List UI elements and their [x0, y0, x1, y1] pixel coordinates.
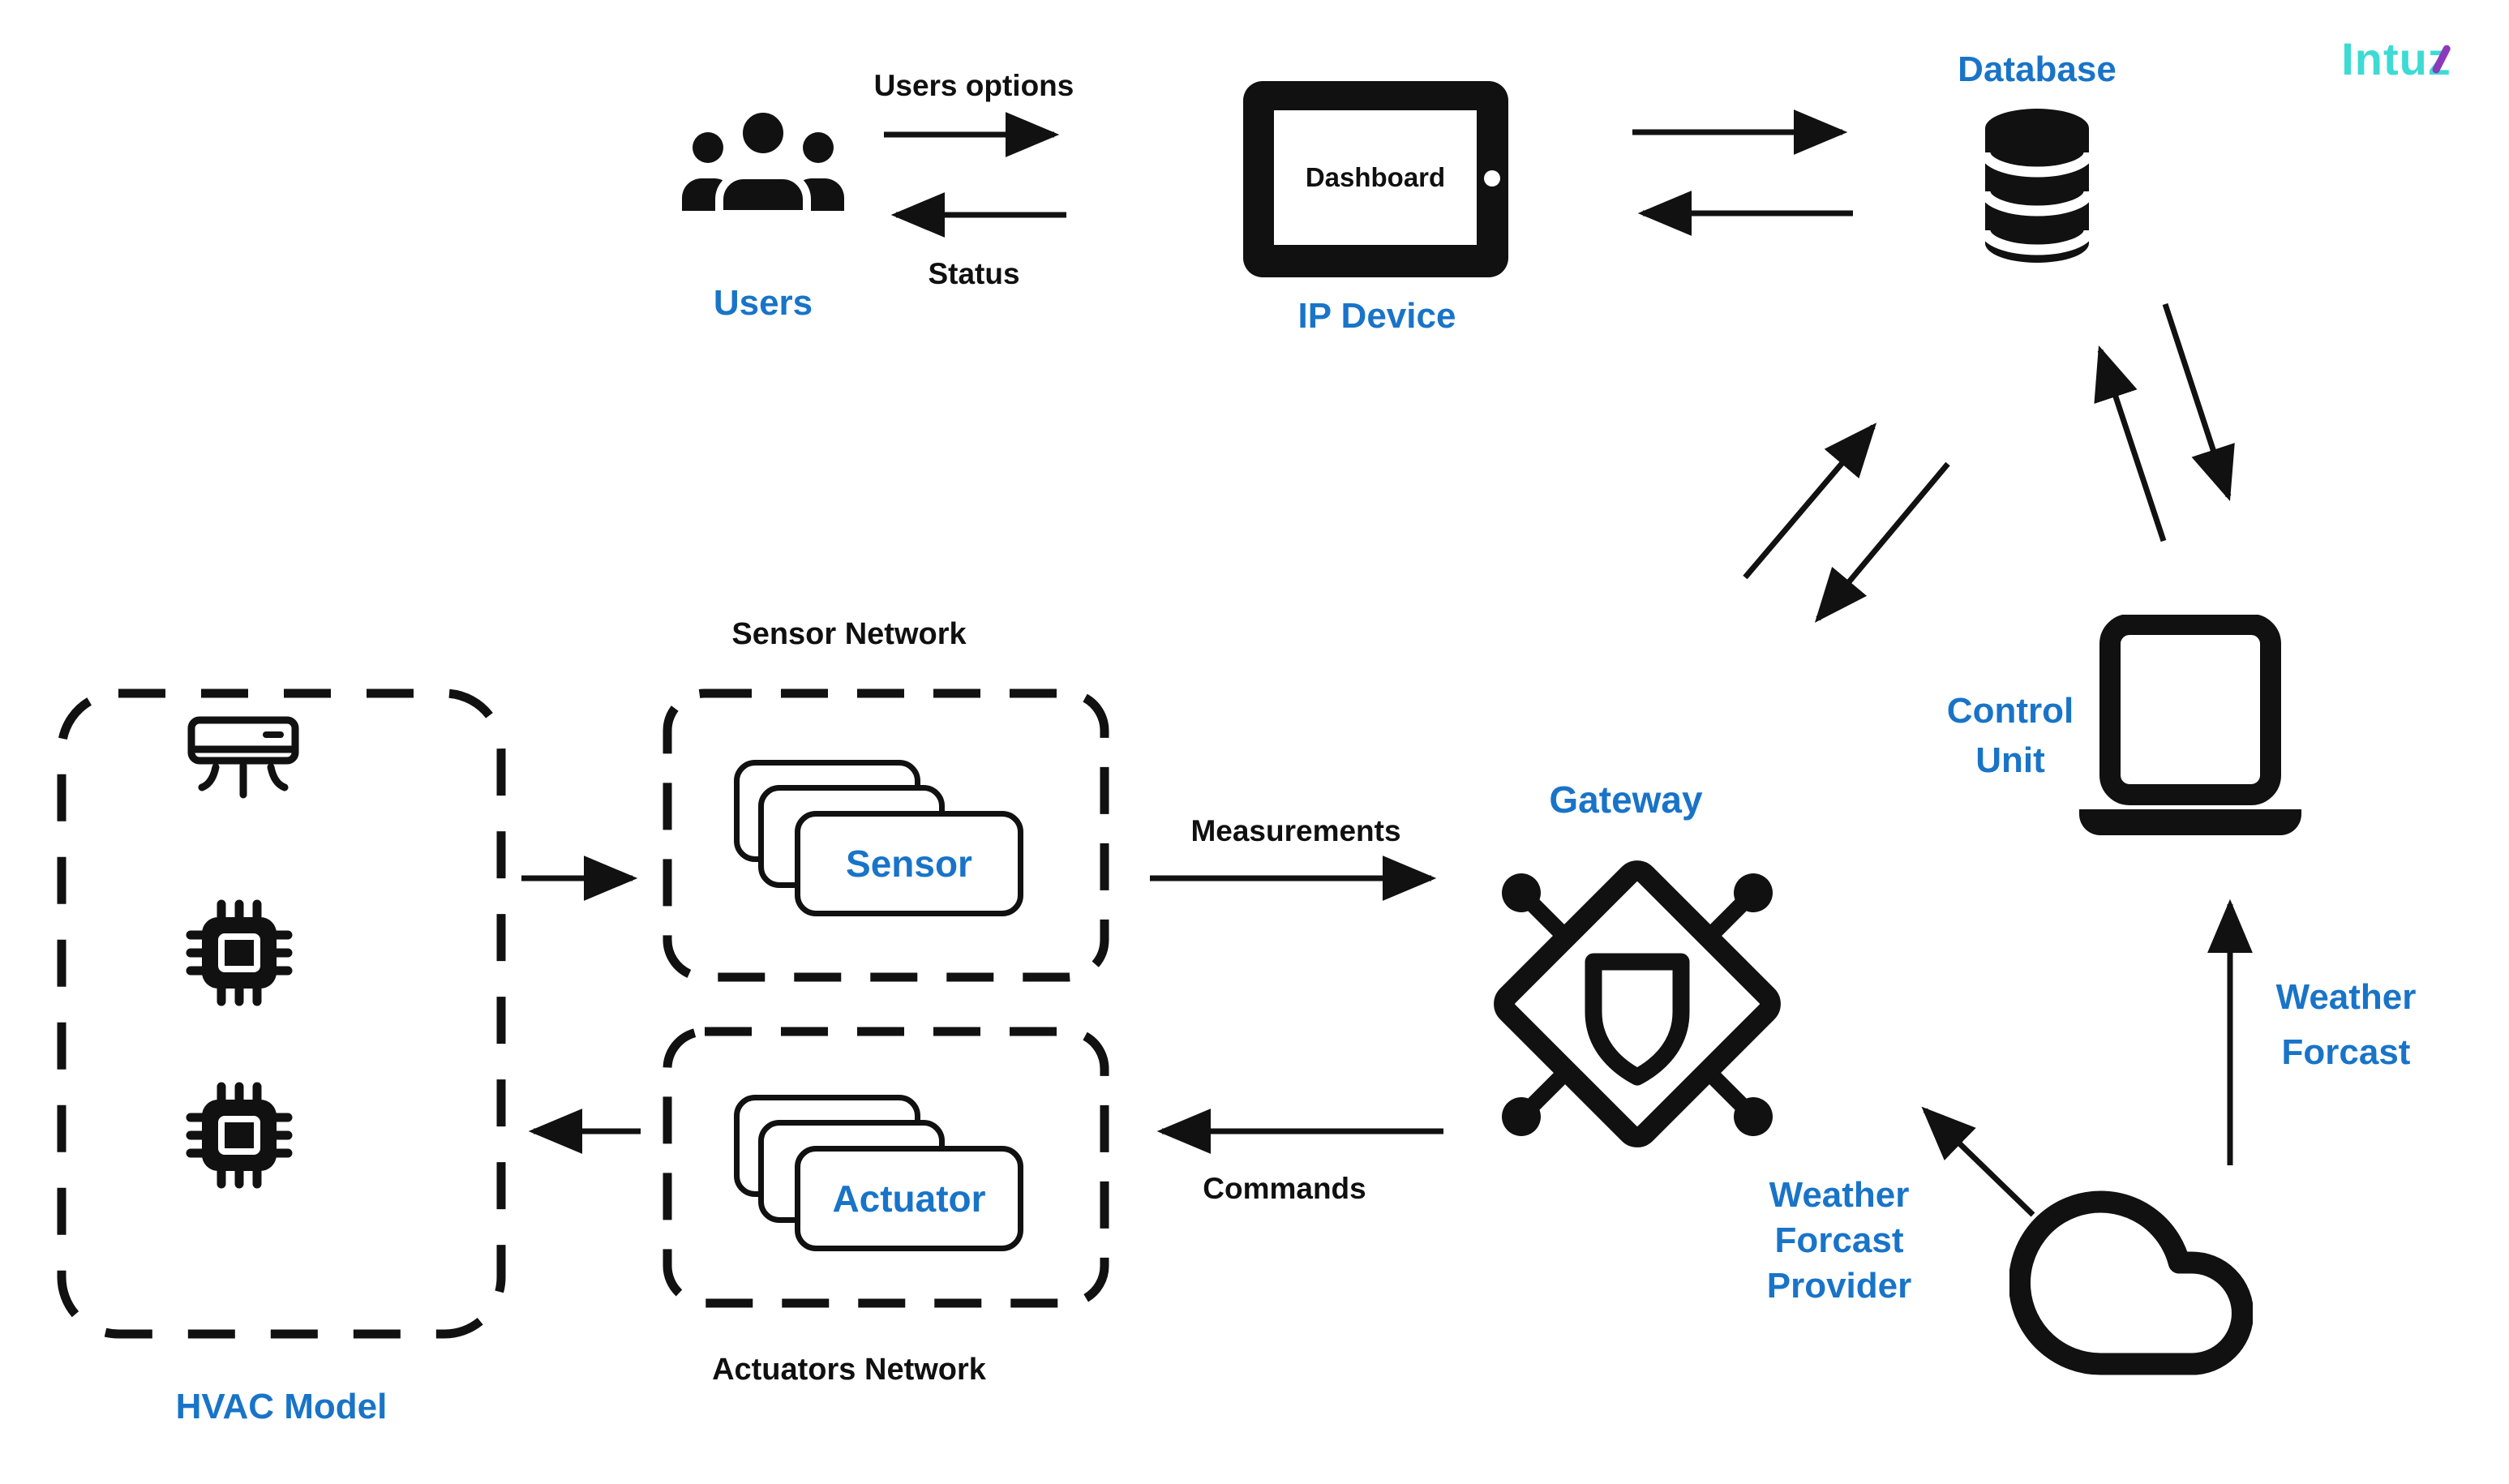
actuators-network-box	[663, 1027, 1109, 1308]
control-unit-label-line1: Control	[1946, 691, 2074, 731]
commands-label: Commands	[1203, 1172, 1366, 1205]
weather-provider-line3: Provider	[1766, 1266, 1912, 1306]
users-label: Users	[713, 283, 813, 323]
weather-forcast-line2: Forcast	[2281, 1032, 2411, 1072]
shield-icon	[1585, 953, 1690, 1086]
weather-provider-line2: Forcast	[1774, 1220, 1904, 1260]
tablet-camera-dot	[1484, 170, 1500, 187]
control-unit-label-line2: Unit	[1975, 740, 2045, 780]
weather-provider-line1: Weather	[1769, 1175, 1910, 1215]
users-icon	[682, 105, 844, 218]
database-label: Database	[1958, 49, 2117, 89]
air-conditioner-icon	[187, 716, 299, 799]
sensor-network-title: Sensor Network	[731, 617, 967, 651]
hvac-model-box	[57, 688, 506, 1339]
weather-provider-label: Weather Forcast Provider	[1767, 1173, 1912, 1309]
tablet-screen: Dashboard	[1274, 110, 1477, 245]
sensor-card-label: Sensor	[846, 843, 972, 885]
laptop-icon	[2079, 615, 2301, 835]
chip-icon	[186, 899, 293, 1006]
control-unit-label: Control Unit	[1947, 686, 2074, 785]
status-label: Status	[928, 257, 1020, 290]
hvac-model-label: HVAC Model	[175, 1387, 388, 1426]
arrow-database-to-control	[2162, 302, 2235, 501]
sensor-network-box	[663, 688, 1109, 982]
ip-device-label: IP Device	[1297, 296, 1456, 336]
database-icon	[1982, 109, 2092, 263]
tablet-icon: Dashboard	[1243, 81, 1508, 277]
weather-forcast-line1: Weather	[2275, 977, 2417, 1017]
gateway-icon	[1494, 860, 1781, 1147]
arrow-control-to-database	[2094, 345, 2167, 543]
arrow-cloud-to-gateway	[1921, 1106, 2035, 1217]
intuz-logo: Intuz	[2341, 32, 2451, 85]
cloud-icon	[2009, 1190, 2253, 1375]
measurements-label: Measurements	[1190, 814, 1401, 847]
chip-icon	[186, 1082, 293, 1189]
dashboard-text: Dashboard	[1305, 162, 1446, 192]
intuz-logo-text: Intuz	[2341, 33, 2451, 84]
actuators-network-title: Actuators Network	[712, 1353, 986, 1387]
sensor-card: Sensor	[795, 811, 1023, 916]
users-options-label: Users options	[873, 69, 1074, 102]
actuator-card-label: Actuator	[832, 1177, 986, 1220]
gateway-label: Gateway	[1549, 778, 1703, 821]
arrow-gateway-to-database	[1743, 422, 1877, 580]
actuator-card: Actuator	[795, 1146, 1023, 1251]
weather-forcast-label: Weather Forcast	[2276, 970, 2417, 1080]
arrow-database-to-gateway	[1814, 461, 1950, 623]
